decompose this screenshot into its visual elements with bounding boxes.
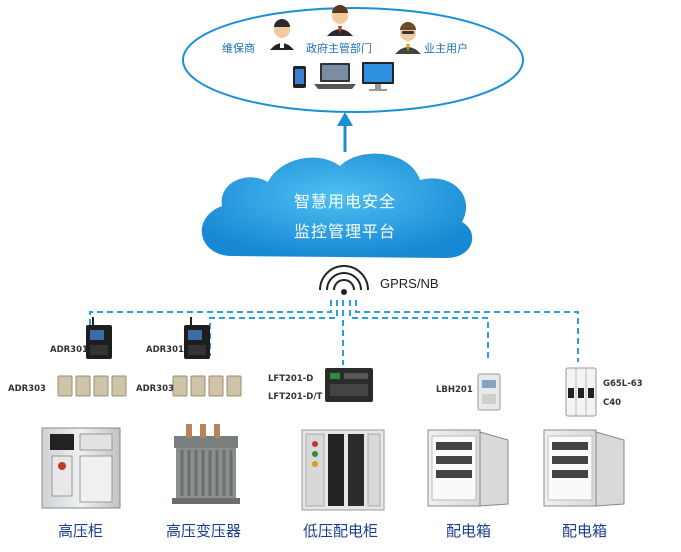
lv-cabinet-image (301, 429, 385, 511)
adr303-modules-a (57, 375, 127, 397)
lbh201-device (477, 373, 501, 411)
device-label-lft201-d: LFT201-D (268, 374, 314, 384)
platform-title-line1: 智慧用电安全 (293, 192, 396, 211)
hv-cabinet-image (41, 427, 121, 509)
phone-icon (293, 66, 306, 88)
device-label-lft201-dt: LFT201-D/T (268, 392, 323, 402)
platform-title-line2: 监控管理平台 (293, 222, 396, 241)
network-dashed-lines (89, 300, 579, 365)
role-government: 政府主管部门 (306, 42, 372, 55)
label-dist-box-1: 配电箱 (446, 522, 492, 540)
platform-cloud (201, 153, 473, 258)
adr303-modules-b (172, 375, 242, 397)
lft201-device (325, 368, 373, 402)
adr301-device-a (86, 317, 112, 359)
upload-arrow-icon (337, 112, 353, 152)
owner-avatar-icon (395, 22, 421, 54)
laptop-icon (314, 63, 356, 89)
device-label-lbh201: LBH201 (436, 385, 473, 395)
device-label-adr303-b: ADR303 (136, 384, 174, 394)
label-hv-cabinet: 高压柜 (58, 522, 104, 540)
device-label-c40: C40 (603, 398, 622, 408)
user-ellipse (182, 7, 524, 113)
g65l-breaker (565, 367, 597, 417)
monitor-icon (362, 62, 394, 91)
device-label-g65l: G65L-63 (603, 379, 643, 389)
adr301-device-b (184, 317, 210, 359)
role-maintainer: 维保商 (222, 42, 255, 55)
label-lv-cabinet: 低压配电柜 (303, 522, 379, 540)
dist-box-2-image (543, 429, 625, 507)
device-label-adr301-a: ADR301 (50, 345, 88, 355)
role-owner: 业主用户 (424, 42, 468, 55)
label-dist-box-2: 配电箱 (562, 522, 608, 540)
device-label-adr301-b: ADR301 (146, 345, 184, 355)
hv-transformer-image (172, 424, 240, 504)
label-hv-transformer: 高压变压器 (166, 522, 242, 540)
dist-box-1-image (427, 429, 509, 507)
device-label-adr303-a: ADR303 (8, 384, 46, 394)
maintainer-avatar-icon (270, 19, 294, 50)
network-label: GPRS/NB (380, 276, 439, 291)
wireless-signal-icon (319, 265, 369, 295)
government-avatar-icon (327, 5, 353, 36)
